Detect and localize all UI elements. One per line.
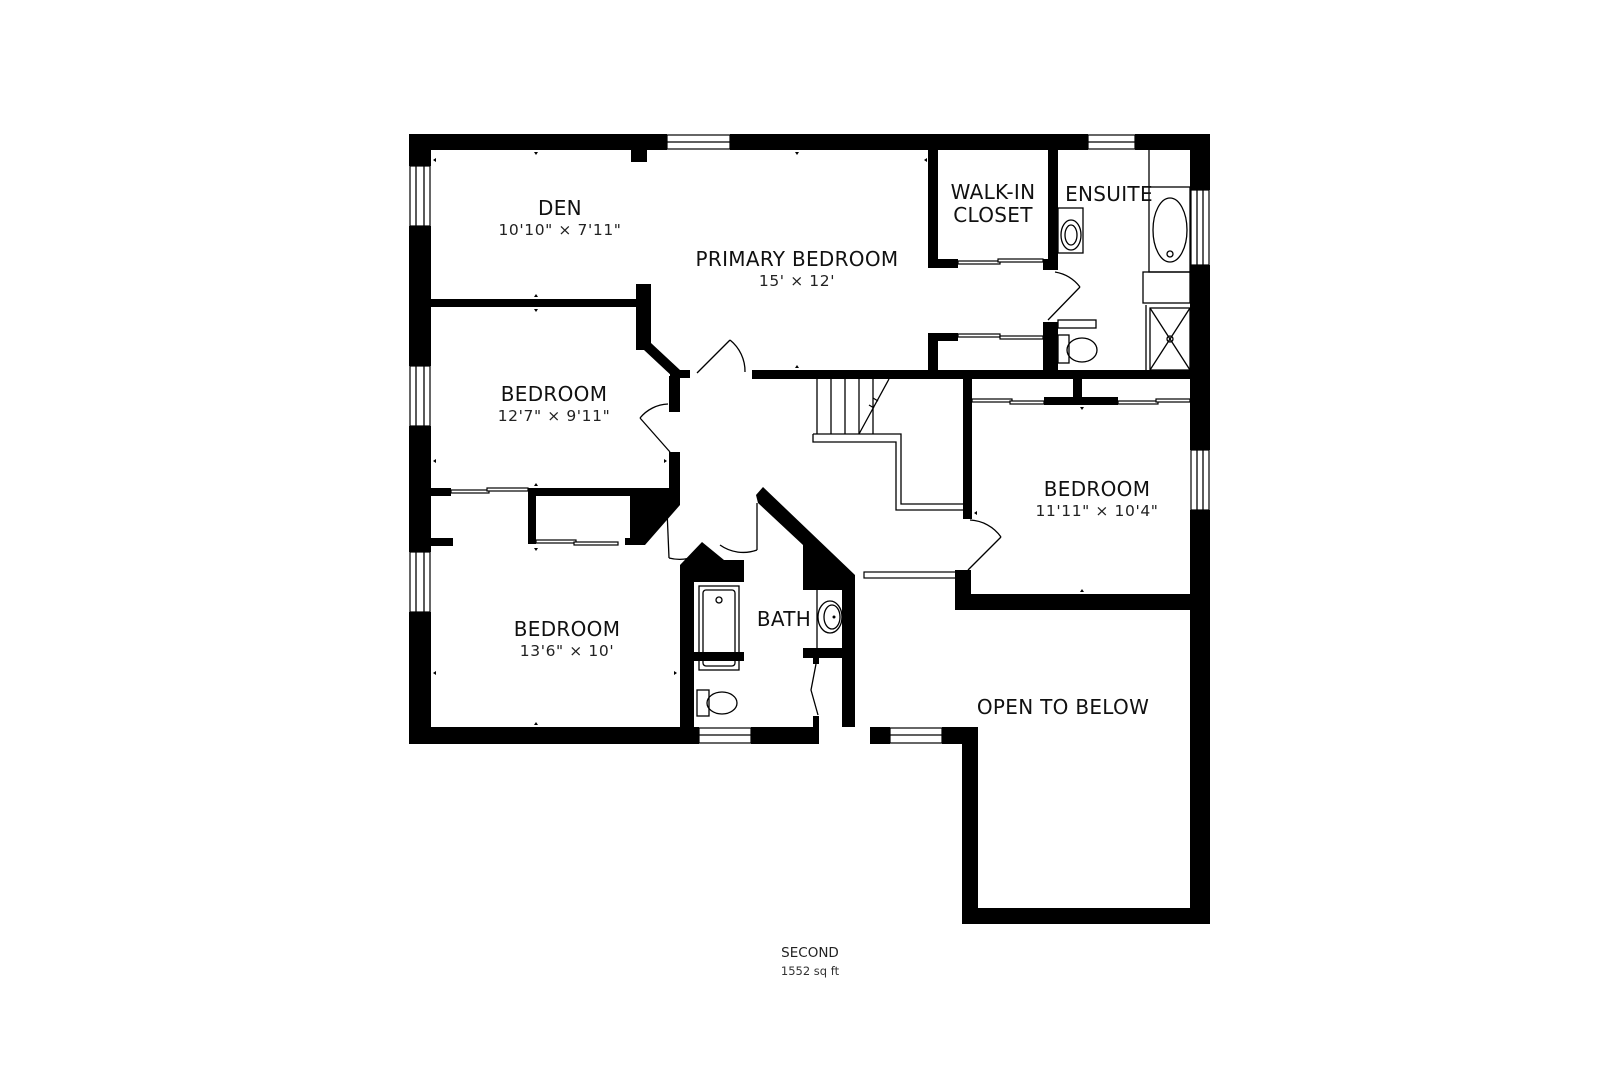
floor-name: SECOND — [781, 945, 839, 961]
window-icon — [863, 571, 961, 579]
bathtub-icon — [698, 585, 740, 671]
dimension-marks — [433, 152, 1195, 725]
door-swing-icon — [639, 403, 671, 453]
room-name: DEN — [538, 196, 582, 220]
room-label-primary-bedroom: PRIMARY BEDROOM 15' × 12' — [696, 249, 899, 290]
room-dimensions: 10'10" × 7'11" — [498, 221, 622, 239]
window-icon — [409, 165, 431, 227]
oval-tub-icon — [1152, 197, 1188, 263]
room-label-den: DEN 10'10" × 7'11" — [498, 198, 621, 239]
exterior-walls — [409, 134, 1210, 924]
room-dimensions: 11'11" × 10'4" — [1035, 502, 1159, 520]
room-label-bedroom-3: BEDROOM 13'6" × 10' — [514, 619, 621, 660]
room-label-bedroom-4: BEDROOM 11'11" × 10'4" — [1035, 479, 1158, 520]
sliding-door-icon — [450, 258, 1191, 546]
windows — [409, 134, 1210, 744]
room-label-ensuite: ENSUITE — [1065, 184, 1153, 204]
room-dimensions: 12'7" × 9'11" — [497, 407, 611, 425]
toilet-icon — [696, 689, 738, 717]
sink-icon — [1057, 207, 1084, 254]
floor-caption: SECOND 1552 sq ft — [780, 945, 840, 978]
room-dimensions: 15' × 12' — [758, 272, 836, 290]
room-name: OPEN TO BELOW — [976, 695, 1150, 719]
room-label-bedroom-2: BEDROOM 12'7" × 9'11" — [498, 384, 611, 425]
window-icon — [698, 727, 752, 744]
bath-fixtures — [696, 585, 843, 717]
door-swing-icon — [1047, 271, 1081, 321]
interior-walls — [431, 150, 1197, 727]
window-icon — [409, 365, 431, 427]
stairs-icon — [812, 378, 963, 511]
window-icon — [1087, 134, 1136, 150]
room-label-walk-in-closet: WALK-IN CLOSET — [951, 182, 1036, 225]
room-name: BATH — [756, 607, 812, 631]
room-name-line2: CLOSET — [953, 203, 1033, 227]
toilet-icon — [1057, 319, 1098, 364]
doors — [450, 258, 1191, 716]
window-icon — [1190, 189, 1210, 266]
room-name: BEDROOM — [500, 382, 608, 406]
shower-icon — [1145, 305, 1191, 371]
door-swing-icon — [696, 339, 746, 374]
room-name: BEDROOM — [1043, 477, 1151, 501]
room-name: PRIMARY BEDROOM — [695, 247, 899, 271]
ensuite-fixtures — [1057, 150, 1191, 371]
room-label-bath: BATH — [757, 609, 811, 629]
door-swing-icon — [967, 519, 1002, 571]
window-icon — [889, 727, 943, 744]
room-dimensions: 13'6" × 10' — [519, 642, 615, 660]
sink-icon — [816, 590, 843, 648]
door-swing-icon — [666, 509, 707, 560]
room-name-line1: WALK-IN — [950, 180, 1036, 204]
room-name: ENSUITE — [1065, 182, 1153, 206]
floor-area: 1552 sq ft — [780, 963, 840, 978]
window-icon — [1190, 449, 1210, 511]
window-icon — [409, 551, 431, 613]
window-icon — [666, 134, 731, 150]
room-name: BEDROOM — [513, 617, 621, 641]
room-label-open-to-below: OPEN TO BELOW — [977, 697, 1149, 717]
door-swing-icon — [719, 503, 758, 554]
